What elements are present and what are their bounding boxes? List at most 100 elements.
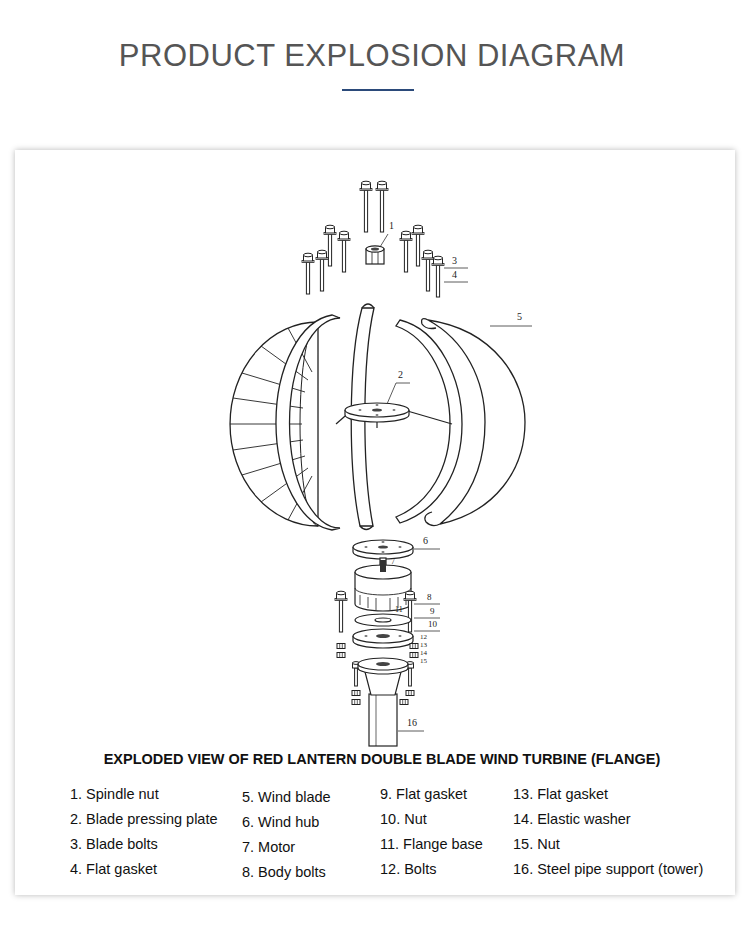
callout-number: 2 [398,370,403,380]
wind-blades [230,304,525,530]
wind-blades [396,320,462,523]
wind-blades [276,315,340,530]
wind-blades [362,304,374,308]
part-list-item: 10. Nut [380,812,427,827]
part-list-item: 13. Flat gasket [513,787,608,802]
callout-number: 5 [517,312,522,322]
motor [355,558,411,611]
part-list-item: 2. Blade pressing plate [70,812,218,827]
callout-number: 8 [427,593,432,602]
tower-flange [376,662,390,666]
flange-base [353,614,413,648]
flange-base [353,629,413,643]
wind-blades [233,440,303,450]
blade-pressing-plate [376,404,379,406]
callout-number: 15 [420,658,427,665]
leader-lines [490,326,532,327]
flange-base [376,634,390,638]
part-list-item: 11. Flange base [380,837,483,852]
wind-hub [381,541,384,543]
leader-lines [444,282,468,283]
callout-number: 4 [452,270,457,280]
leader-lines [414,604,440,605]
part-list-item: 8. Body bolts [242,865,326,880]
top-bolts [432,256,444,297]
nuts-and-washers [410,644,418,649]
leader-lines [387,383,410,404]
blade-pressing-plate [372,408,382,411]
motor [380,560,386,572]
leader-lines [398,731,424,732]
nuts-and-washers [406,691,414,696]
wind-hub [398,546,401,548]
leader-lines [380,234,388,247]
body-bolts [404,591,416,632]
part-list-item: 7. Motor [242,840,295,855]
nuts-and-washers [400,700,408,705]
wind-blades [242,373,305,392]
part-list-item: 1. Spindle nut [70,787,159,802]
nuts-and-washers [352,700,360,705]
tower-flange [369,694,397,746]
leader-lines [414,631,440,632]
title-underline [342,89,414,91]
callout-number: 16 [407,718,417,728]
callout-number: 9 [430,607,435,616]
leader-lines [380,234,532,731]
callout-number: 11 [395,606,403,614]
top-bolts [338,231,350,272]
wind-hub [353,540,413,559]
top-bolts [376,181,388,232]
blade-pressing-plate [404,410,452,424]
wind-blades [425,512,440,526]
spindle-nut [366,246,384,252]
tower-flange [358,658,408,670]
spindle-nut [366,246,384,264]
motor [380,558,386,572]
body-bolts [335,591,416,632]
diagram-title: PRODUCT EXPLOSION DIAGRAM [0,40,744,71]
part-list-item: 4. Flat gasket [70,862,157,877]
callout-number: 10 [428,620,437,629]
callout-number: 6 [423,536,428,546]
part-list-item: 9. Flat gasket [380,787,467,802]
spindle-nut [371,248,379,251]
nuts-and-washers [352,691,360,696]
wind-hub [381,551,384,553]
leader-lines [414,618,440,619]
callout-number: 14 [420,650,427,657]
part-list-item: 16. Steel pipe support (tower) [513,862,703,877]
flange-base [375,618,391,622]
wind-hub [353,540,413,554]
wind-blades [230,322,318,526]
motor [355,588,411,595]
wind-blades [360,526,373,530]
top-bolts [422,250,434,291]
flange-base [364,635,367,637]
top-bolts [302,181,444,297]
wind-hub [378,545,388,548]
top-bolts [302,253,314,294]
nuts-and-washers [410,653,418,658]
part-list-item: 3. Blade bolts [70,837,158,852]
diagram-caption: EXPLODED VIEW OF RED LANTERN DOUBLE BLAD… [0,752,750,767]
part-list-item: 6. Wind hub [242,815,319,830]
blade-pressing-plate [376,414,379,416]
callout-number: 1 [389,221,394,231]
top-bolts [316,250,328,291]
top-bolts [400,231,412,272]
blade-pressing-plate [359,409,362,411]
top-bolts [360,181,372,232]
flange-base [355,614,411,626]
leader-lines [444,268,468,269]
tower-flange [358,658,408,746]
blade-pressing-plate [345,403,409,417]
leader-lines [414,549,440,550]
part-list-item: 14. Elastic washer [513,812,631,827]
part-list-item: 5. Wind blade [242,790,331,805]
body-bolts [335,591,347,632]
wind-hub [364,546,367,548]
